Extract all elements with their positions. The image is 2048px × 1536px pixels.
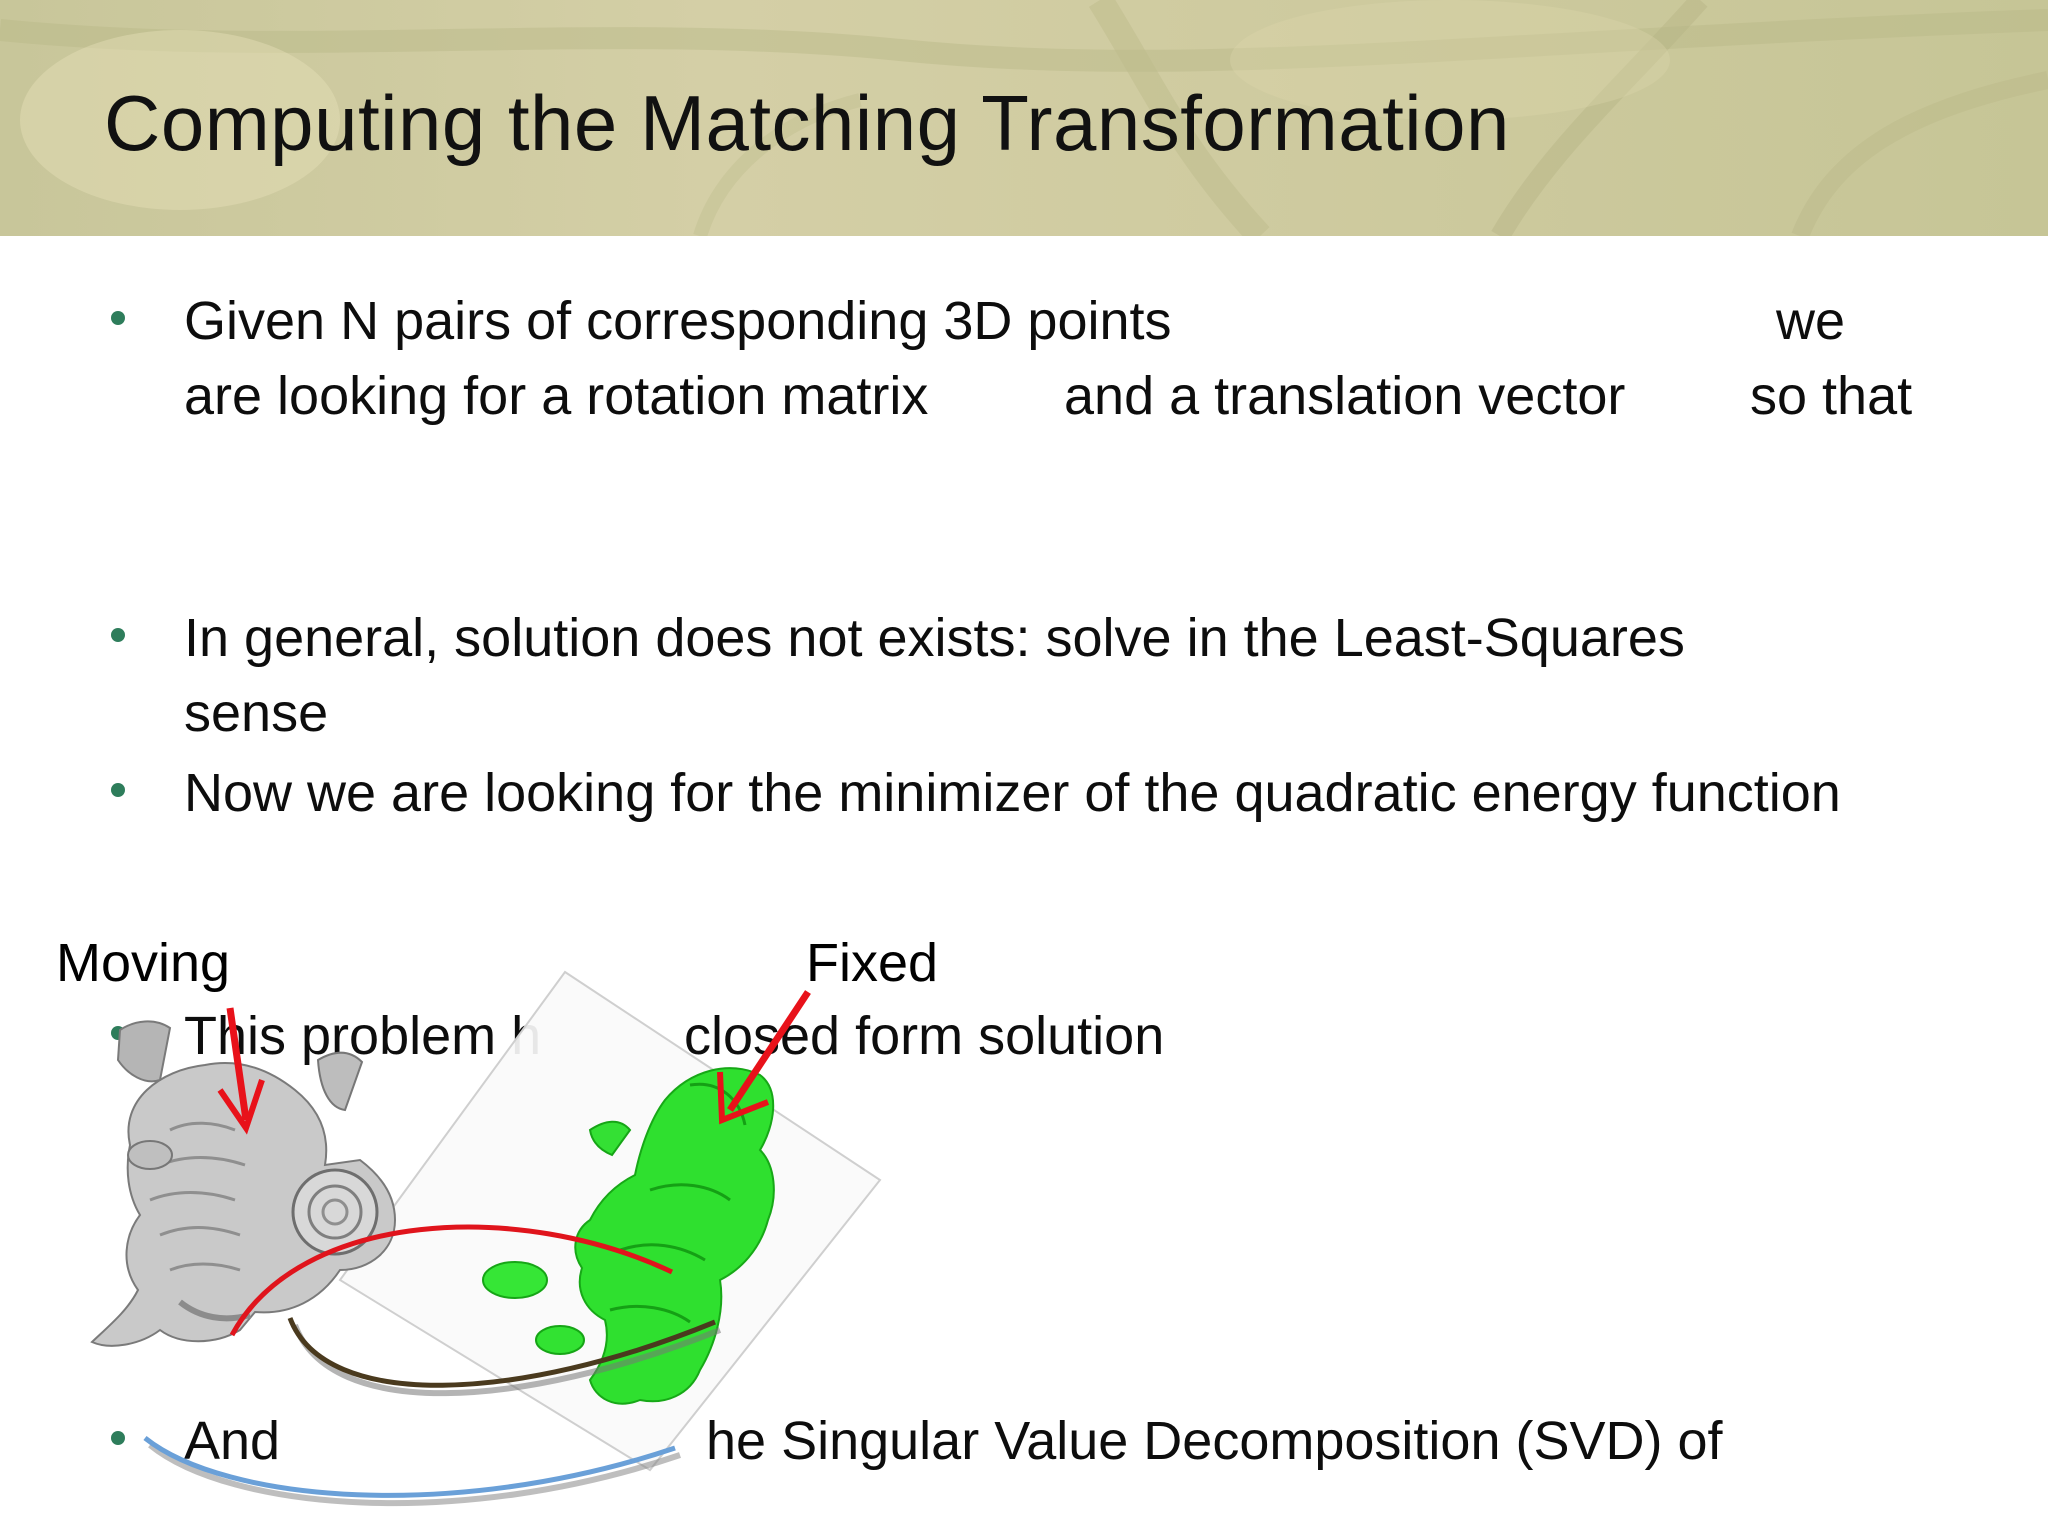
label-moving: Moving — [56, 933, 231, 993]
bullet-1-line-1: Given N pairs of corresponding 3D points — [184, 291, 1172, 351]
arrow-to-moving — [217, 1007, 265, 1135]
bullet-3-line-1: Now we are looking for the minimizer of … — [184, 763, 1841, 823]
registration-figure — [90, 970, 882, 1507]
bullet-dot — [111, 628, 125, 642]
correspondence-curves — [143, 1224, 722, 1507]
bullet-1-line-2b: and a translation vector — [1064, 366, 1626, 426]
header-background-texture — [0, 0, 2048, 236]
bullet-4-line-1a: This problem h — [184, 1006, 542, 1066]
bullet-5-line-1b: he Singular Value Decomposition (SVD) of — [706, 1411, 1723, 1471]
bullet-2-line-2: sense — [184, 683, 329, 743]
moving-skull — [90, 1020, 397, 1347]
bullet-2-line-1: In general, solution does not exists: so… — [184, 608, 1685, 668]
bullet-5-line-1a: And — [184, 1411, 281, 1471]
bullet-1-line-2a: are looking for a rotation matrix — [184, 366, 929, 426]
label-fixed: Fixed — [806, 933, 939, 993]
bullet-dot — [111, 783, 125, 797]
bullet-1-line-2c: so that — [1750, 366, 1913, 426]
fixed-skull — [482, 1067, 775, 1405]
bullet-1-line-1-tail: we — [1776, 291, 1846, 351]
bullet-dot — [111, 1431, 125, 1445]
bullet-dot — [111, 311, 125, 325]
arrow-to-fixed — [717, 990, 811, 1125]
header-band: Computing the Matching Transformation — [0, 0, 2048, 236]
slide-title: Computing the Matching Transformation — [104, 79, 1510, 167]
